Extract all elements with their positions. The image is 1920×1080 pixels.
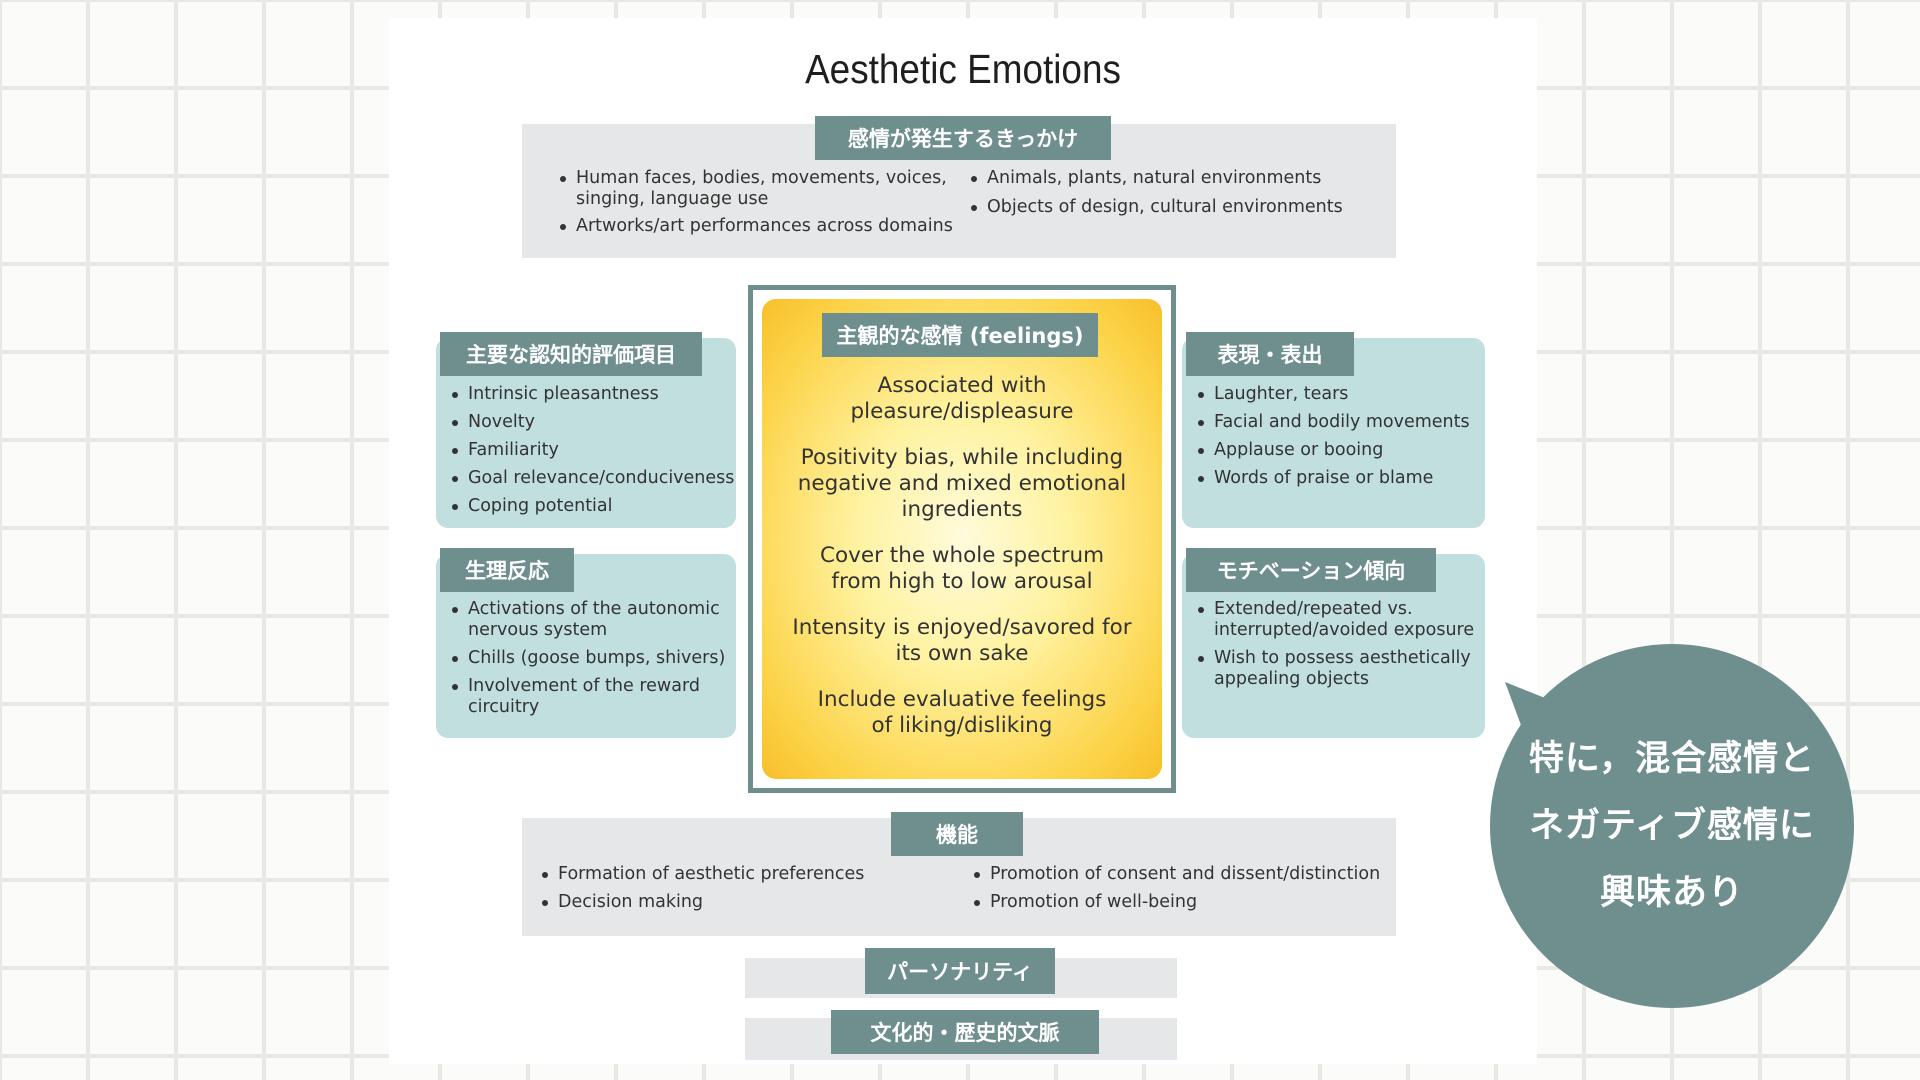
physiology-tag: 生理反応 [440, 548, 574, 592]
list-item: Novelty [451, 412, 736, 433]
feelings-panel: 主観的な感情 (feelings) Associated with pleasu… [762, 299, 1162, 779]
list-item: Promotion of consent and dissent/distinc… [973, 864, 1393, 885]
triggers-list-left: Human faces, bodies, movements, voices, … [559, 168, 959, 244]
list-item: Facial and bodily movements [1197, 412, 1482, 433]
list-item: Animals, plants, natural environments [970, 168, 1390, 189]
list-item: Applause or booing [1197, 440, 1482, 461]
functions-tag: 機能 [891, 812, 1023, 856]
triggers-tag: 感情が発生するきっかけ [815, 116, 1111, 160]
feelings-frame: 主観的な感情 (feelings) Associated with pleasu… [748, 285, 1176, 793]
personality-tag: パーソナリティ [865, 948, 1055, 994]
comment-bubble: 特に，混合感情と ネガティブ感情に 興味あり [1490, 644, 1854, 1008]
feelings-item: Associated with pleasure/displeasure [850, 373, 1074, 424]
expression-list: Laughter, tears Facial and bodily moveme… [1197, 384, 1482, 496]
motivation-list: Extended/repeated vs. interrupted/avoide… [1197, 599, 1485, 697]
list-item: Artworks/art performances across domains [559, 216, 959, 237]
context-tag: 文化的・歴史的文脈 [831, 1010, 1099, 1054]
list-item: Wish to possess aesthetically appealing … [1197, 648, 1485, 690]
bubble-line: 興味あり [1599, 872, 1744, 913]
list-item: Goal relevance/conduciveness [451, 468, 736, 489]
bubble-line: 特に，混合感情と [1528, 738, 1816, 779]
feelings-item: Cover the whole spectrum from high to lo… [819, 543, 1105, 594]
functions-list-right: Promotion of consent and dissent/distinc… [973, 864, 1393, 920]
functions-list-left: Formation of aesthetic preferences Decis… [541, 864, 921, 920]
appraisal-list: Intrinsic pleasantness Novelty Familiari… [451, 384, 736, 524]
motivation-tag: モチベーション傾向 [1186, 548, 1436, 592]
triggers-list-right: Animals, plants, natural environments Ob… [970, 168, 1390, 225]
feelings-tag: 主観的な感情 (feelings) [822, 313, 1098, 357]
bubble-line: ネガティブ感情に [1529, 805, 1815, 846]
list-item: Chills (goose bumps, shivers) [451, 648, 736, 669]
feelings-item: Include evaluative feelings of liking/di… [817, 687, 1107, 738]
list-item: Coping potential [451, 496, 736, 517]
expression-tag: 表現・表出 [1186, 332, 1354, 376]
list-item: Objects of design, cultural environments [970, 197, 1390, 218]
feelings-item: Positivity bias, while including negativ… [797, 445, 1127, 522]
physiology-list: Activations of the autonomic nervous sys… [451, 599, 736, 725]
list-item: Intrinsic pleasantness [451, 384, 736, 405]
list-item: Promotion of well-being [973, 892, 1393, 913]
feelings-item: Intensity is enjoyed/savored for its own… [792, 615, 1132, 666]
list-item: Words of praise or blame [1197, 468, 1482, 489]
diagram-title: Aesthetic Emotions [805, 46, 1121, 92]
list-item: Laughter, tears [1197, 384, 1482, 405]
diagram-canvas: Aesthetic Emotions 感情が発生するきっかけ Human fac… [389, 18, 1537, 1064]
list-item: Activations of the autonomic nervous sys… [451, 599, 736, 641]
appraisal-tag: 主要な認知的評価項目 [440, 332, 702, 376]
list-item: Involvement of the reward circuitry [451, 676, 736, 718]
list-item: Human faces, bodies, movements, voices, … [559, 168, 959, 210]
list-item: Decision making [541, 892, 921, 913]
list-item: Familiarity [451, 440, 736, 461]
list-item: Extended/repeated vs. interrupted/avoide… [1197, 599, 1485, 641]
list-item: Formation of aesthetic preferences [541, 864, 921, 885]
